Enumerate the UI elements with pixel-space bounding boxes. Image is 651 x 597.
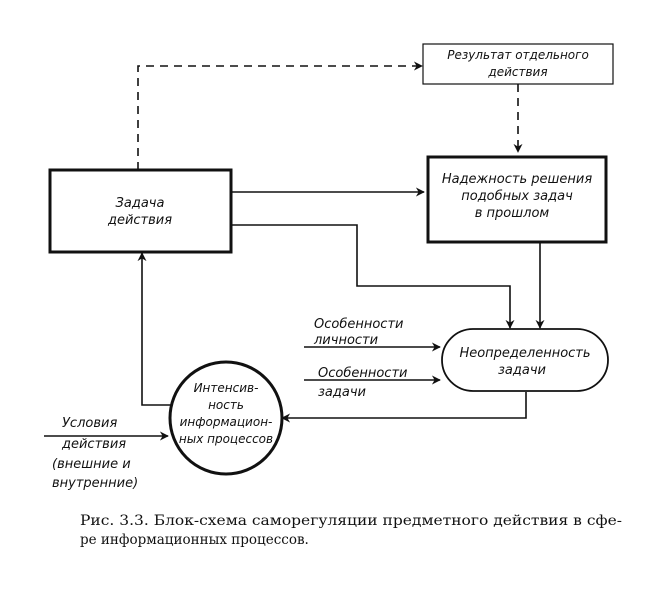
- dashed-task-to-result: [137, 61, 423, 170]
- conditions-input-label: Условия действия (внешние и внутренние): [52, 416, 138, 491]
- task-features-label-line-1: Особенности: [318, 366, 407, 381]
- personality-input-label: Особенности личности: [313, 317, 403, 348]
- task-features-input-label: Особенности задачи: [318, 366, 407, 400]
- task-label-line-1: Задача: [116, 196, 165, 211]
- conditions-label-line-3: (внешние и: [52, 457, 131, 472]
- task-features-label-line-2: задачи: [318, 385, 366, 400]
- conditions-label-line-4: внутренние): [52, 476, 138, 491]
- arrow-intensity-to-task: [137, 252, 176, 406]
- result-label: Результат отдельного действия: [447, 48, 589, 79]
- uncertainty-capsule: [441, 328, 609, 392]
- personality-label-line-2: личности: [313, 333, 378, 348]
- personality-label-line-1: Особенности: [314, 317, 403, 332]
- reliability-label-line-3: в прошлом: [475, 206, 550, 221]
- uncertainty-label-line-2: задачи: [498, 363, 546, 378]
- result-box: [422, 43, 614, 85]
- figure-caption: Рис. 3.3. Блок-схема саморегуляции предм…: [80, 513, 622, 548]
- intensity-label-line-3: информацион-: [180, 415, 273, 429]
- arrow-task-to-uncertainty: [231, 224, 515, 329]
- task-label: Задача действия: [107, 196, 172, 228]
- result-label-line-2: действия: [487, 65, 547, 79]
- reliability-box: [426, 155, 608, 244]
- arrow-uncertainty-to-intensity: [281, 392, 527, 423]
- result-label-line-1: Результат отдельного: [447, 48, 589, 62]
- intensity-label-line-4: ных процессов: [179, 432, 273, 446]
- reliability-label: Надежность решения подобных задач в прош…: [442, 172, 592, 221]
- conditions-label-line-2: действия: [61, 437, 126, 452]
- intensity-label-line-1: Интенсив-: [194, 381, 259, 395]
- intensity-circle: [168, 360, 284, 476]
- reliability-label-line-1: Надежность решения: [442, 172, 592, 187]
- caption-line-1: Рис. 3.3. Блок-схема саморегуляции предм…: [80, 513, 622, 529]
- uncertainty-label: Неопределенность задачи: [459, 346, 590, 378]
- uncertainty-label-line-1: Неопределенность: [459, 346, 590, 361]
- conditions-label-line-1: Условия: [62, 416, 117, 431]
- caption-line-2: ре информационных процессов.: [80, 532, 309, 548]
- reliability-label-line-2: подобных задач: [461, 189, 573, 204]
- task-label-line-2: действия: [107, 213, 172, 228]
- intensity-label-line-2: ность: [208, 398, 244, 412]
- task-box: [48, 168, 233, 254]
- intensity-label: Интенсив- ность информацион- ных процесс…: [179, 381, 273, 446]
